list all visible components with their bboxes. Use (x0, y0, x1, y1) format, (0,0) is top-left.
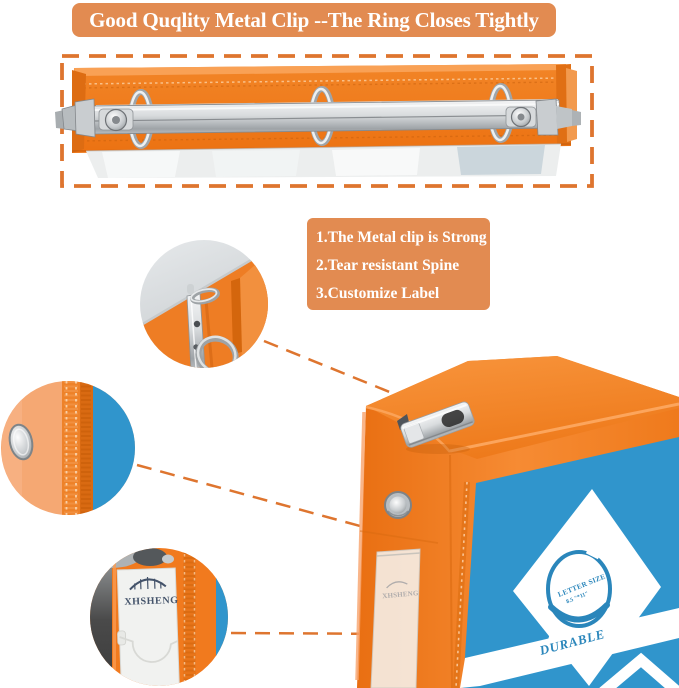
callout-line-label (230, 631, 403, 636)
feature-item-1: 1.The Metal clip is Strong (316, 229, 487, 246)
cover-diamond-label: LETTER SIZE 8.5 "*11" DURABLE (460, 489, 679, 688)
zoom-circle-clip (140, 240, 268, 368)
zoom-circle-rivet (1, 381, 135, 515)
feature-item-2: 2.Tear resistant Spine (316, 257, 460, 274)
binder-brand-faint: XHSHENG (382, 589, 419, 600)
zoom-circle-label: XHSHENG (90, 548, 228, 686)
headline-text: Good Quqlity Metal Clip --The Ring Close… (89, 8, 539, 32)
brand-text: XHSHENG (124, 595, 179, 608)
headline-banner: Good Quqlity Metal Clip --The Ring Close… (72, 3, 556, 37)
feature-item-3: 3.Customize Label (316, 285, 440, 302)
feature-list: 1.The Metal clip is Strong 2.Tear resist… (307, 218, 490, 310)
ring-mechanism-photo (55, 64, 581, 178)
rivet (384, 491, 412, 519)
rivet-detail (8, 423, 34, 461)
label-holder-detail: XHSHENG (116, 567, 181, 686)
callout-line-rivet (136, 463, 372, 531)
binder: XHSHENG LETTER SIZE 8.5 "*11" DURABLE (355, 356, 679, 688)
spine-label-holder: XHSHENG (370, 548, 421, 688)
metal-clip (397, 401, 475, 454)
